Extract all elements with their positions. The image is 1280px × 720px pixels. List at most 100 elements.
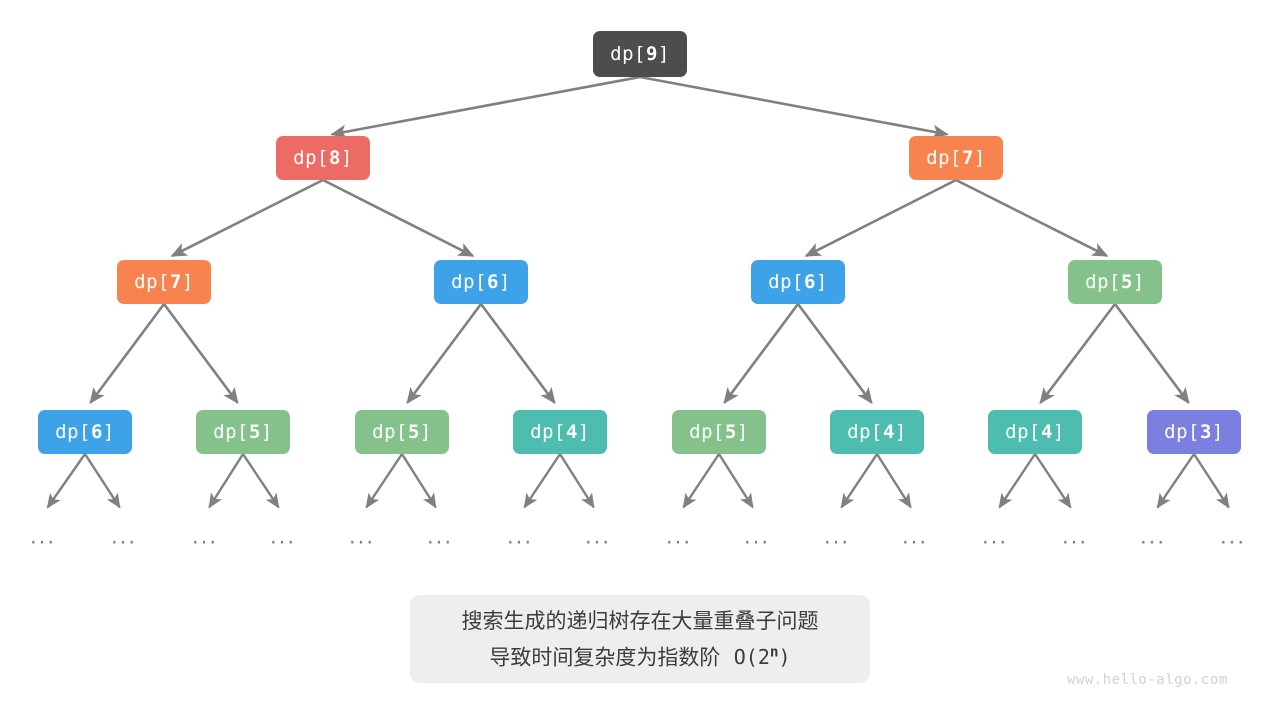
edge-n0-n2 xyxy=(639,75,949,139)
leaf-edge-n12-10 xyxy=(840,453,878,509)
node-label-index: 5 xyxy=(248,421,261,443)
tree-node-dp-6: dp[6] xyxy=(751,260,845,304)
leaf-edge-n10-6 xyxy=(523,453,561,509)
node-label-suffix: ] xyxy=(657,43,670,65)
ellipsis-marker: ... xyxy=(665,524,693,549)
node-label-prefix: dp[ xyxy=(55,421,91,443)
node-label-index: 4 xyxy=(565,421,578,443)
leaf-edge-n7-1 xyxy=(83,453,121,509)
leaf-edge-n9-5 xyxy=(400,453,437,509)
ellipsis-marker: ... xyxy=(29,524,57,549)
ellipsis-marker: ... xyxy=(1219,524,1247,549)
ellipsis-marker: ... xyxy=(426,524,454,549)
leaf-edge-n9-4 xyxy=(365,453,403,509)
ellipsis-marker: ... xyxy=(584,524,612,549)
node-label-index: 6 xyxy=(803,271,816,293)
node-label-index: 4 xyxy=(882,421,895,443)
node-label-index: 7 xyxy=(961,147,974,169)
node-label-prefix: dp[ xyxy=(451,271,487,293)
caption-line-1: 搜索生成的递归树存在大量重叠子问题 xyxy=(461,608,819,633)
node-label-index: 6 xyxy=(486,271,499,293)
leaf-edge-n8-3 xyxy=(242,453,280,509)
node-label-suffix: ] xyxy=(419,421,432,443)
ellipsis-marker: ... xyxy=(823,524,851,549)
leaf-edge-n11-9 xyxy=(717,453,754,509)
tree-node-dp-4: dp[4] xyxy=(513,410,607,454)
tree-node-dp-4: dp[4] xyxy=(988,410,1082,454)
node-label-index: 5 xyxy=(1120,271,1133,293)
tree-node-dp-3: dp[3] xyxy=(1147,410,1241,454)
node-label-suffix: ] xyxy=(736,421,749,443)
node-label-suffix: ] xyxy=(1211,421,1224,443)
leaf-edge-n13-12 xyxy=(998,453,1036,509)
leaf-edge-n10-7 xyxy=(558,453,595,509)
node-label-index: 9 xyxy=(645,43,658,65)
node-label-suffix: ] xyxy=(815,271,828,293)
node-label-suffix: ] xyxy=(1052,421,1065,443)
node-label-suffix: ] xyxy=(973,147,986,169)
tree-node-dp-9: dp[9] xyxy=(593,31,687,77)
node-label-index: 5 xyxy=(407,421,420,443)
ellipsis-marker: ... xyxy=(1139,524,1167,549)
tree-node-dp-6: dp[6] xyxy=(38,410,132,454)
edge-n2-n5 xyxy=(804,178,957,258)
edge-n6-n14 xyxy=(1113,303,1190,405)
leaf-edge-n13-13 xyxy=(1034,453,1072,509)
caption-line-2-text: 导致时间复杂度为指数阶 xyxy=(489,645,734,670)
ellipsis-marker: ... xyxy=(348,524,376,549)
edge-n4-n9 xyxy=(406,303,483,405)
tree-node-dp-5: dp[5] xyxy=(196,410,290,454)
watermark: www.hello-algo.com xyxy=(1067,672,1228,688)
node-label-index: 4 xyxy=(1040,421,1053,443)
tree-edges xyxy=(89,75,1190,405)
edge-n5-n12 xyxy=(796,303,873,405)
ellipsis-marker: ... xyxy=(269,524,297,549)
caption-line-2: 导致时间复杂度为指数阶 O(2n) xyxy=(489,637,790,674)
ellipsis-marker: ... xyxy=(901,524,929,549)
leaf-edge-n14-14 xyxy=(1156,453,1195,509)
leaf-edges xyxy=(46,453,1230,509)
complexity-notation: O(2n) xyxy=(734,644,791,670)
tree-node-dp-8: dp[8] xyxy=(276,136,370,180)
node-label-prefix: dp[ xyxy=(689,421,725,443)
complexity-close: ) xyxy=(778,645,791,670)
node-label-suffix: ] xyxy=(1132,271,1145,293)
edge-n6-n13 xyxy=(1039,303,1117,405)
node-label-prefix: dp[ xyxy=(372,421,408,443)
edge-n3-n7 xyxy=(89,303,166,405)
node-label-suffix: ] xyxy=(498,271,511,293)
tree-node-dp-5: dp[5] xyxy=(1068,260,1162,304)
node-label-suffix: ] xyxy=(181,271,194,293)
complexity-exponent: n xyxy=(769,644,779,661)
edge-n4-n10 xyxy=(479,303,556,405)
tree-node-dp-4: dp[4] xyxy=(830,410,924,454)
node-label-index: 8 xyxy=(328,147,341,169)
node-label-prefix: dp[ xyxy=(293,147,329,169)
caption-box: 搜索生成的递归树存在大量重叠子问题 导致时间复杂度为指数阶 O(2n) xyxy=(410,595,870,683)
node-label-index: 3 xyxy=(1199,421,1212,443)
node-label-prefix: dp[ xyxy=(1164,421,1200,443)
ellipsis-marker: ... xyxy=(1061,524,1089,549)
tree-node-dp-7: dp[7] xyxy=(117,260,211,304)
node-label-suffix: ] xyxy=(340,147,353,169)
tree-node-dp-7: dp[7] xyxy=(909,136,1003,180)
ellipsis-marker: ... xyxy=(110,524,138,549)
node-label-prefix: dp[ xyxy=(610,43,646,65)
tree-node-dp-6: dp[6] xyxy=(434,260,528,304)
node-label-index: 7 xyxy=(169,271,182,293)
node-label-prefix: dp[ xyxy=(530,421,566,443)
ellipsis-marker: ... xyxy=(191,524,219,549)
edge-n3-n8 xyxy=(162,303,239,405)
node-label-suffix: ] xyxy=(577,421,590,443)
edge-n2-n6 xyxy=(955,178,1109,258)
leaf-edge-n12-11 xyxy=(875,453,912,509)
tree-node-dp-5: dp[5] xyxy=(672,410,766,454)
leaf-edge-n14-15 xyxy=(1192,453,1230,509)
node-label-prefix: dp[ xyxy=(1005,421,1041,443)
node-label-prefix: dp[ xyxy=(213,421,249,443)
edge-n1-n3 xyxy=(170,178,324,258)
leaf-edge-n7-0 xyxy=(46,453,86,509)
edge-n0-n1 xyxy=(330,75,641,139)
node-label-suffix: ] xyxy=(260,421,273,443)
